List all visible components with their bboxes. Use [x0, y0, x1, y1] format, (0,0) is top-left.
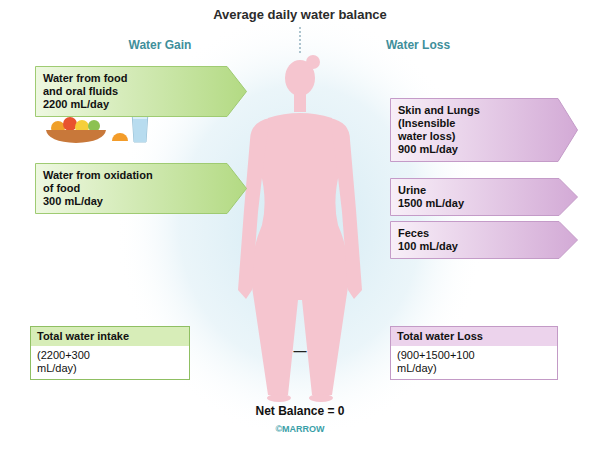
arrow-text: Water from oxidation of food	[43, 169, 153, 195]
box-body: (2200+300 mL/day)	[31, 346, 113, 379]
bowl	[46, 130, 106, 143]
neck	[294, 92, 306, 112]
gain-arrow: Water from oxidation of food300 mL/day	[35, 163, 247, 214]
watermark: ©MARROW	[275, 424, 324, 434]
hair-bun	[306, 55, 320, 69]
arrow-text: (Insensible water loss)	[398, 117, 473, 143]
arrow-body	[391, 222, 578, 259]
woman-silhouette	[238, 55, 362, 402]
arrow-body	[391, 179, 578, 216]
arrow-body	[391, 99, 578, 162]
right-foot	[309, 394, 333, 402]
loss-arrow: Skin and Lungs(Insensible water loss)900…	[390, 98, 578, 162]
water	[133, 119, 147, 142]
loss-arrow: Urine1500 mL/day	[390, 178, 578, 216]
left-arm	[238, 118, 270, 299]
left-foot	[267, 394, 291, 402]
arrow-body	[36, 164, 247, 214]
arrow-text: Water from food and oral fluids	[43, 72, 143, 98]
arrow-text: Feces	[398, 227, 552, 240]
arrow-text: Skin and Lungs	[398, 104, 552, 117]
right-arm	[330, 118, 362, 299]
arrow-text: 300 mL/day	[43, 195, 221, 208]
orange-slice	[112, 133, 128, 141]
arrow-body	[36, 67, 247, 117]
fruit	[63, 117, 77, 131]
box-body: (900+1500+100 mL/day)	[391, 346, 503, 379]
torso-legs	[251, 113, 348, 395]
total-box: Total water Loss(900+1500+100 mL/day)	[390, 326, 558, 380]
arrow-text: 1500 mL/day	[398, 197, 552, 210]
box-heading: Total water Loss	[391, 327, 557, 346]
arrow-text: 100 mL/day	[398, 240, 552, 253]
minus-sign: —	[294, 343, 307, 358]
loss-arrow: Feces100 mL/day	[390, 221, 578, 259]
divider-line	[299, 27, 300, 54]
diagram-title: Average daily water balance	[0, 7, 600, 22]
arrow-text: 2200 mL/day	[43, 98, 221, 111]
column-heading: Water Gain	[129, 38, 192, 52]
gain-arrow: Water from food and oral fluids2200 mL/d…	[35, 66, 247, 117]
column-heading: Water Loss	[386, 38, 450, 52]
arrow-text: Urine	[398, 184, 552, 197]
total-box: Total water intake(2200+300 mL/day)	[30, 326, 190, 380]
arrow-text: 900 mL/day	[398, 143, 552, 156]
box-heading: Total water intake	[31, 327, 189, 346]
net-balance: Net Balance = 0	[255, 404, 344, 418]
